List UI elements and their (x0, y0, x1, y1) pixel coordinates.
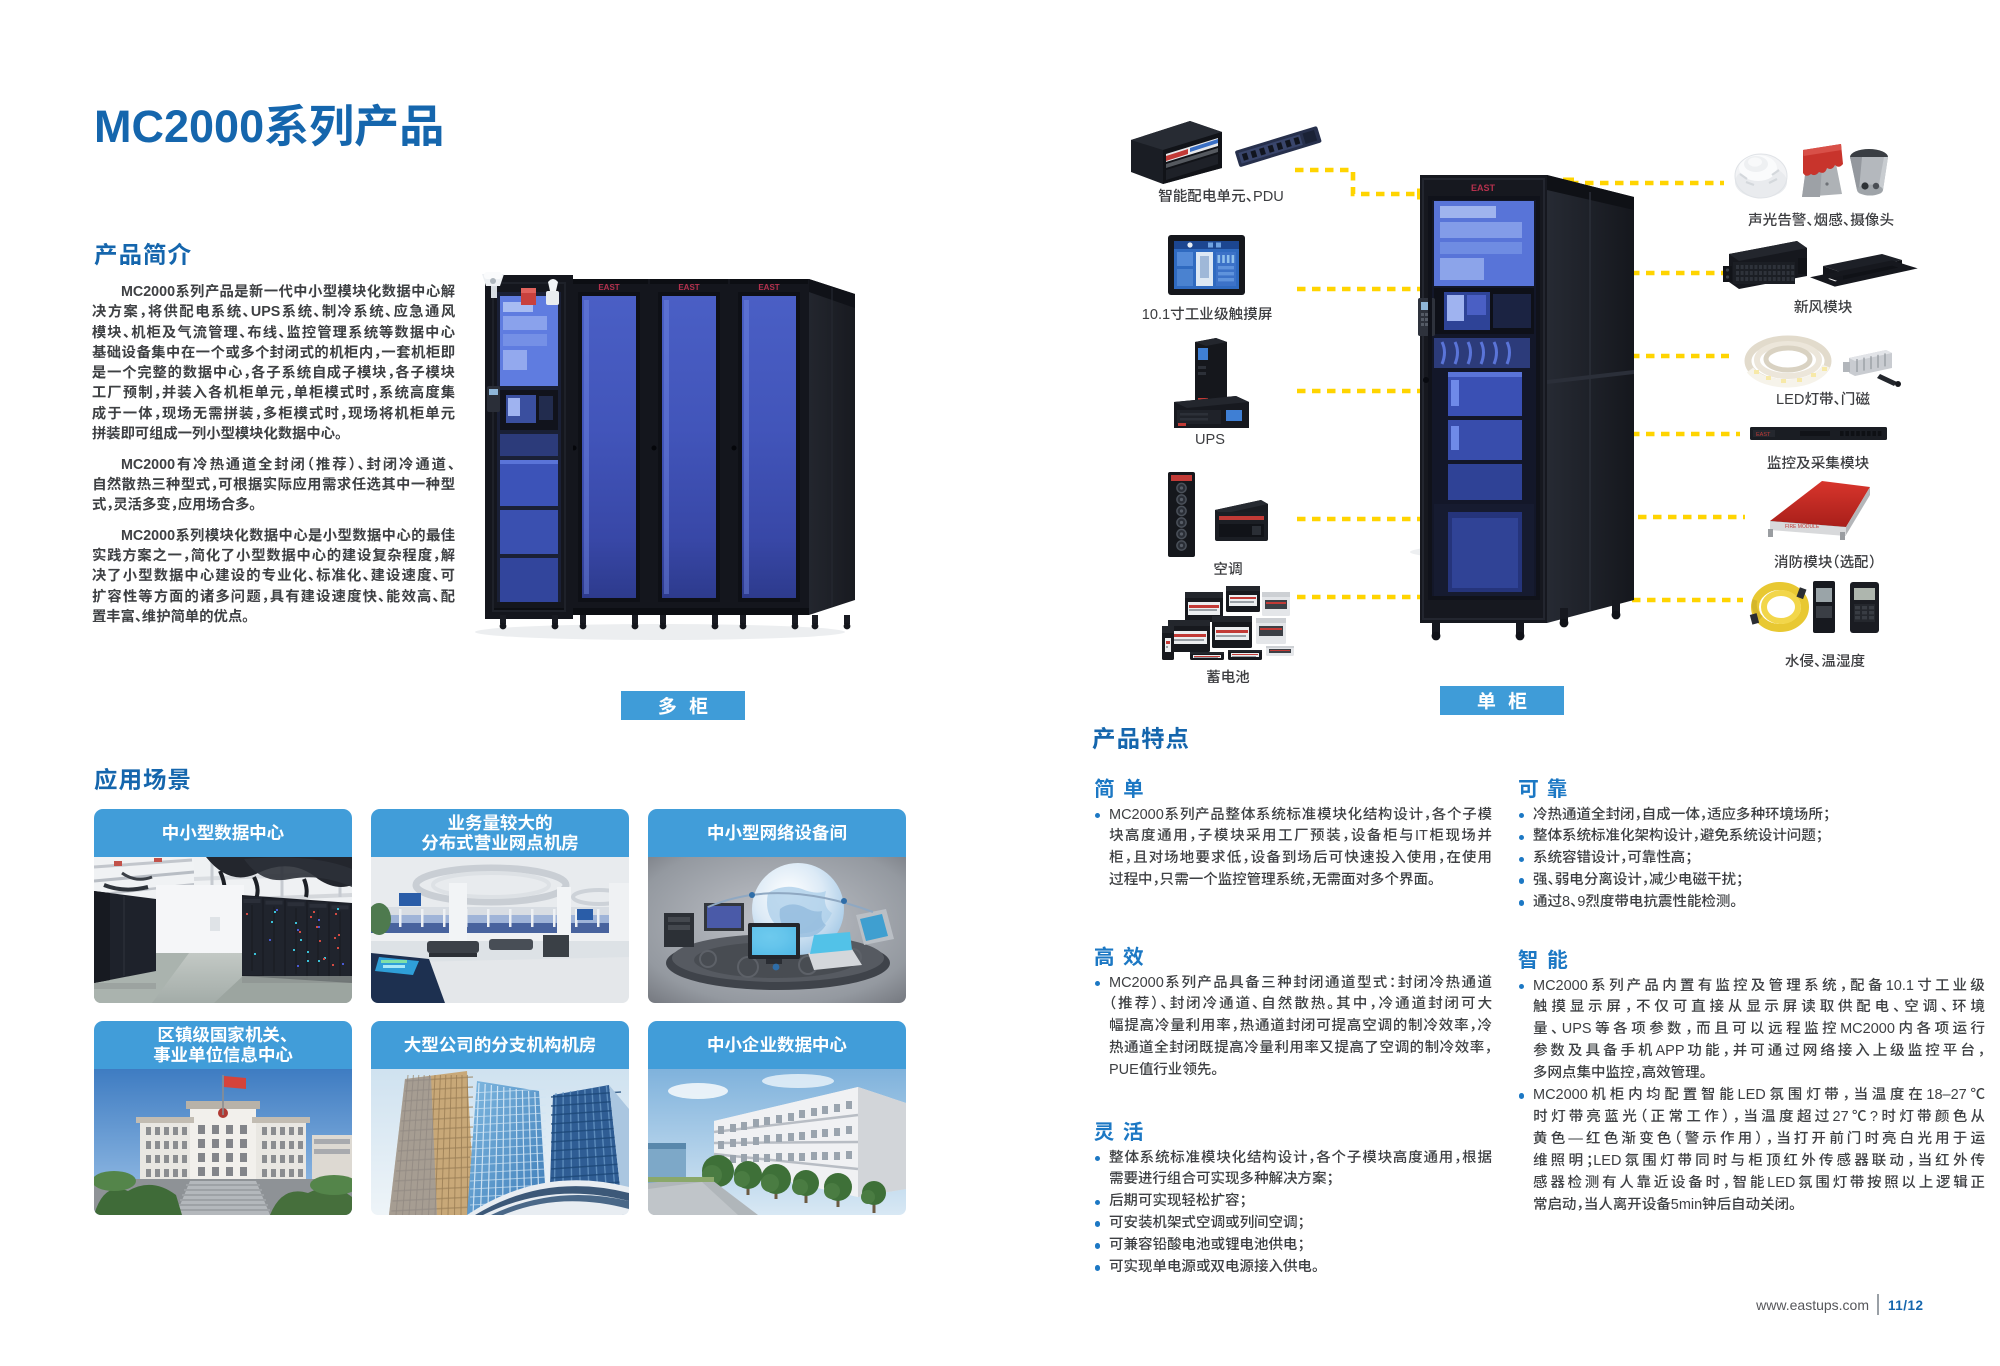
svg-text:EAST: EAST (598, 283, 619, 292)
svg-text:EAST: EAST (1471, 183, 1496, 193)
svg-text:FIRE MODULE: FIRE MODULE (1785, 524, 1820, 530)
svg-text:EAST: EAST (678, 283, 699, 292)
svg-text:EAST: EAST (1756, 432, 1771, 438)
svg-text:EAST: EAST (758, 283, 779, 292)
